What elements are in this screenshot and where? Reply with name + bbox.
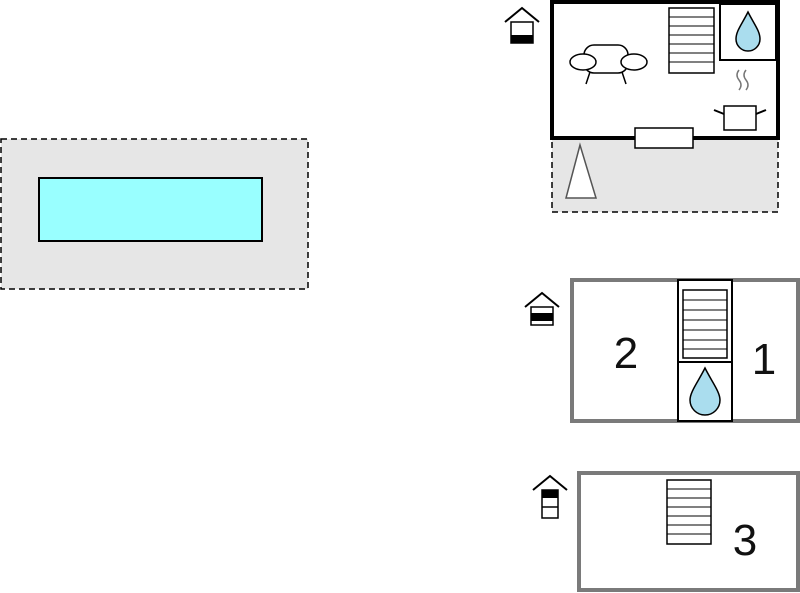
- room-label-2: 2: [614, 329, 638, 378]
- pool-water: [38, 177, 263, 242]
- first-floor: 2 1: [524, 278, 800, 423]
- bathroom-drop-icon: [735, 10, 761, 52]
- covered-terrace: [551, 137, 779, 213]
- second-floor: 3: [532, 471, 800, 592]
- door-icon: [634, 127, 694, 149]
- floor-level-icon: [524, 291, 560, 326]
- pool-area: [0, 138, 309, 290]
- sofa-icon: [569, 44, 648, 85]
- room-label-3: 3: [733, 516, 757, 565]
- room-label-1: 1: [752, 335, 776, 384]
- ground-floor: [504, 0, 780, 213]
- floor-level-icon: [532, 474, 568, 519]
- umbrella-icon: [565, 142, 598, 199]
- stairs-icon: [677, 279, 733, 422]
- stairs-icon: [666, 479, 712, 545]
- bathroom-drop-icon: [689, 366, 721, 416]
- stairs-icon: [668, 7, 715, 74]
- kitchen-pot-icon: [713, 69, 767, 131]
- floor-level-icon: [504, 6, 540, 44]
